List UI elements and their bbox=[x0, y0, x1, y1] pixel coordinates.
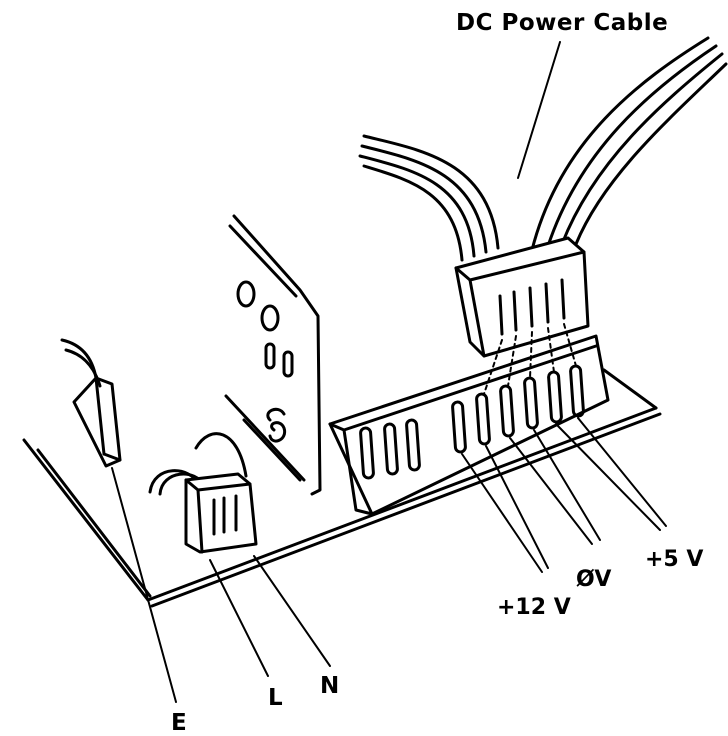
leader-earth bbox=[112, 468, 176, 702]
dc-plug bbox=[456, 238, 588, 356]
leader-dc-cable bbox=[518, 42, 560, 178]
earth-label: E bbox=[171, 710, 187, 736]
pin-header bbox=[330, 336, 608, 514]
base-plate bbox=[24, 370, 660, 606]
neutral-label: N bbox=[320, 673, 340, 699]
leader-zero-v-b bbox=[534, 430, 600, 540]
leader-plus5v-b bbox=[578, 418, 666, 526]
leader-live bbox=[210, 560, 268, 676]
leader-neutral bbox=[254, 556, 330, 666]
leader-plus12v-b bbox=[486, 446, 548, 568]
mains-connector bbox=[150, 434, 256, 552]
zero-v-label: ØV bbox=[576, 567, 612, 592]
plus-5v-label: +5 V bbox=[645, 547, 704, 572]
leader-zero-v bbox=[510, 438, 592, 544]
dc-power-cable-label: DC Power Cable bbox=[456, 10, 669, 36]
live-label: L bbox=[268, 685, 283, 711]
plus-12v-label: +12 V bbox=[497, 595, 571, 620]
leader-lines bbox=[112, 42, 666, 702]
leader-plus5v bbox=[556, 424, 660, 530]
leader-plus12v bbox=[462, 454, 542, 572]
dc-power-cable bbox=[360, 38, 726, 260]
earth-connector bbox=[62, 340, 120, 466]
alignment-lines bbox=[484, 324, 576, 394]
circuit-board bbox=[226, 216, 320, 494]
